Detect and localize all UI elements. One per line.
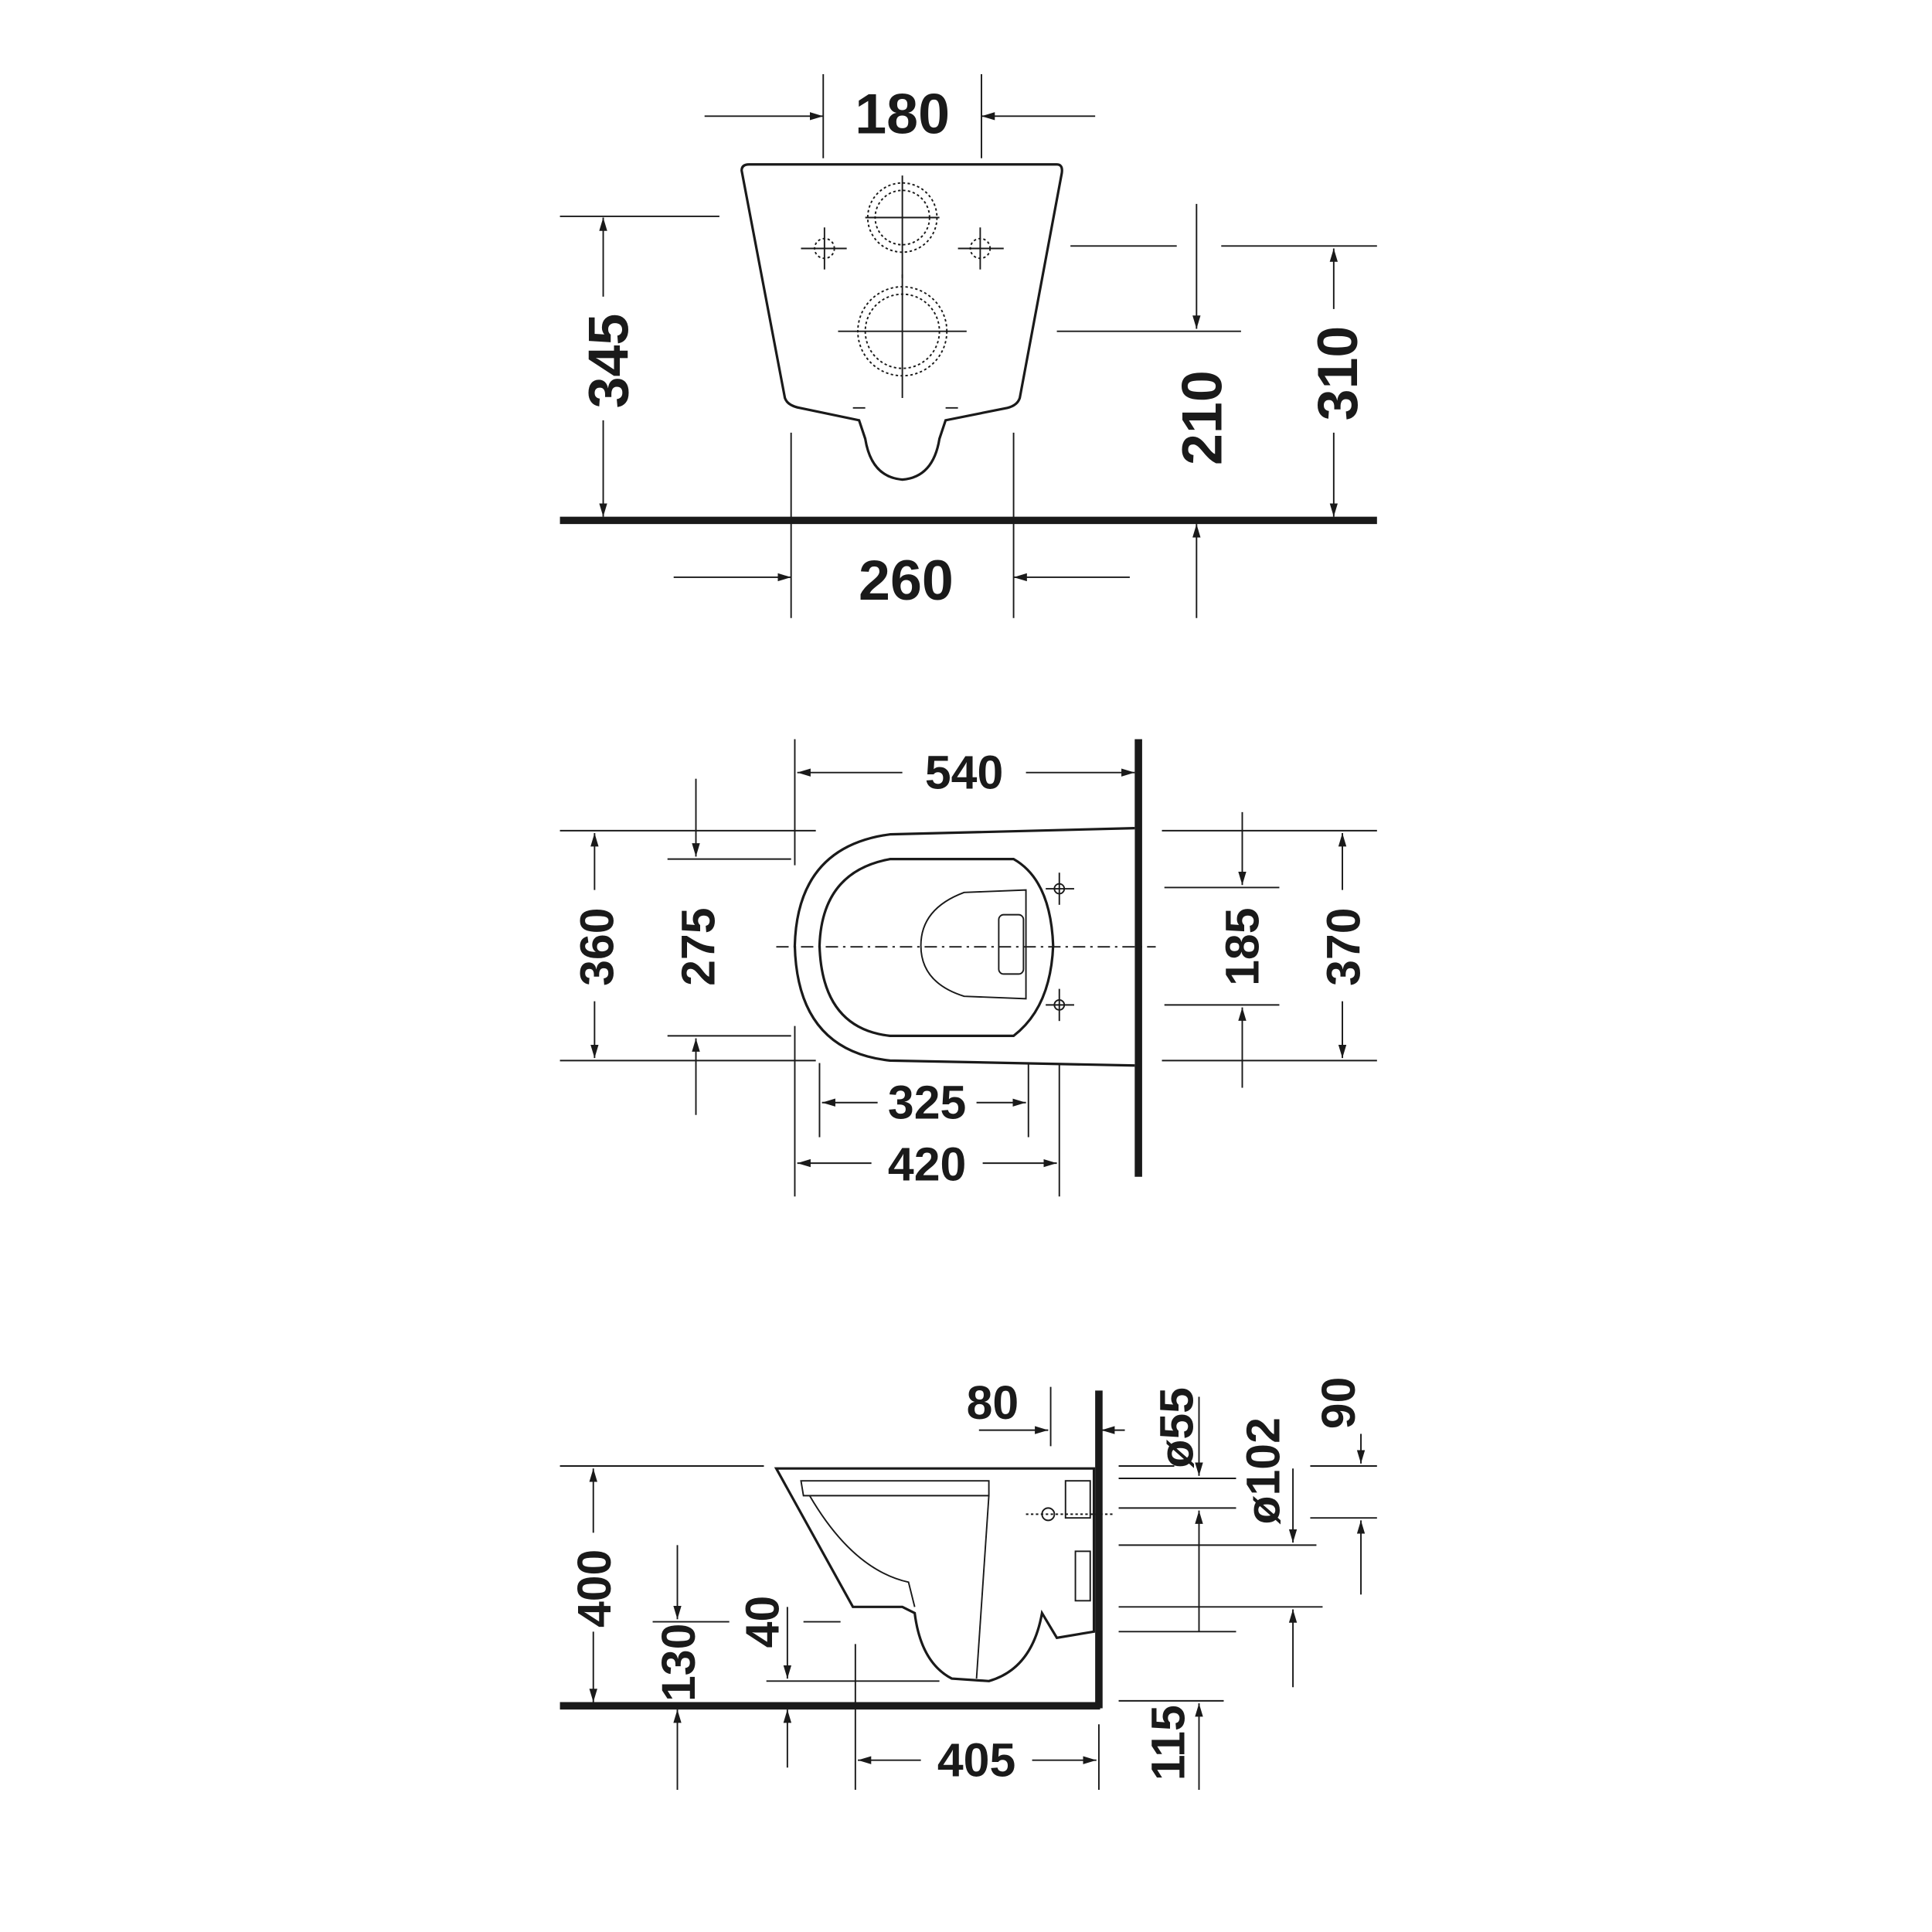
dim-outer-width: 360 <box>570 908 623 986</box>
dim-outlet-diameter: ø102 <box>1236 1417 1289 1525</box>
dim-bottom-width: 260 <box>859 548 954 612</box>
dim-outlet-height: 115 <box>1141 1705 1194 1781</box>
dim-seat-width: 275 <box>672 908 725 986</box>
dim-height-center: 210 <box>1169 370 1233 465</box>
top-view: 540 325 420 360 275 185 370 <box>560 739 1377 1197</box>
dim-inlet-diameter: ø55 <box>1151 1387 1203 1468</box>
bowl-outline <box>920 889 1027 1000</box>
side-view: 80 400 130 40 405 115 <box>560 1376 1377 1791</box>
flush-outlet <box>998 913 1025 975</box>
dim-rim-height: 400 <box>568 1549 621 1628</box>
dim-projection: 405 <box>937 1733 1015 1786</box>
front-view: 180 260 345 210 310 <box>560 73 1377 618</box>
dim-fixing-spacing: 185 <box>1216 908 1268 986</box>
dim-top-width: 180 <box>855 82 950 146</box>
fixing-hole-left-icon <box>801 227 847 270</box>
dim-depth-total: 540 <box>925 746 1003 798</box>
outlet-hole-icon <box>838 274 967 399</box>
fixing-hole-right-icon <box>957 227 1004 270</box>
dim-inlet-height: 90 <box>1312 1377 1365 1430</box>
dim-height-left: 345 <box>577 314 641 409</box>
toilet-side-outline <box>774 1467 1096 1682</box>
inlet-hole-icon <box>865 175 940 278</box>
dim-wall-width: 370 <box>1317 908 1369 986</box>
dim-bowl-depth: 420 <box>888 1138 966 1191</box>
dim-seat-depth: 325 <box>888 1077 966 1129</box>
dim-offset-top: 80 <box>967 1376 1019 1429</box>
fixing-hole-top-icon <box>1046 872 1074 1022</box>
dim-height-right: 310 <box>1305 326 1369 421</box>
dim-bowl-bottom: 130 <box>652 1624 705 1702</box>
dim-bowl-gap: 40 <box>736 1596 789 1648</box>
